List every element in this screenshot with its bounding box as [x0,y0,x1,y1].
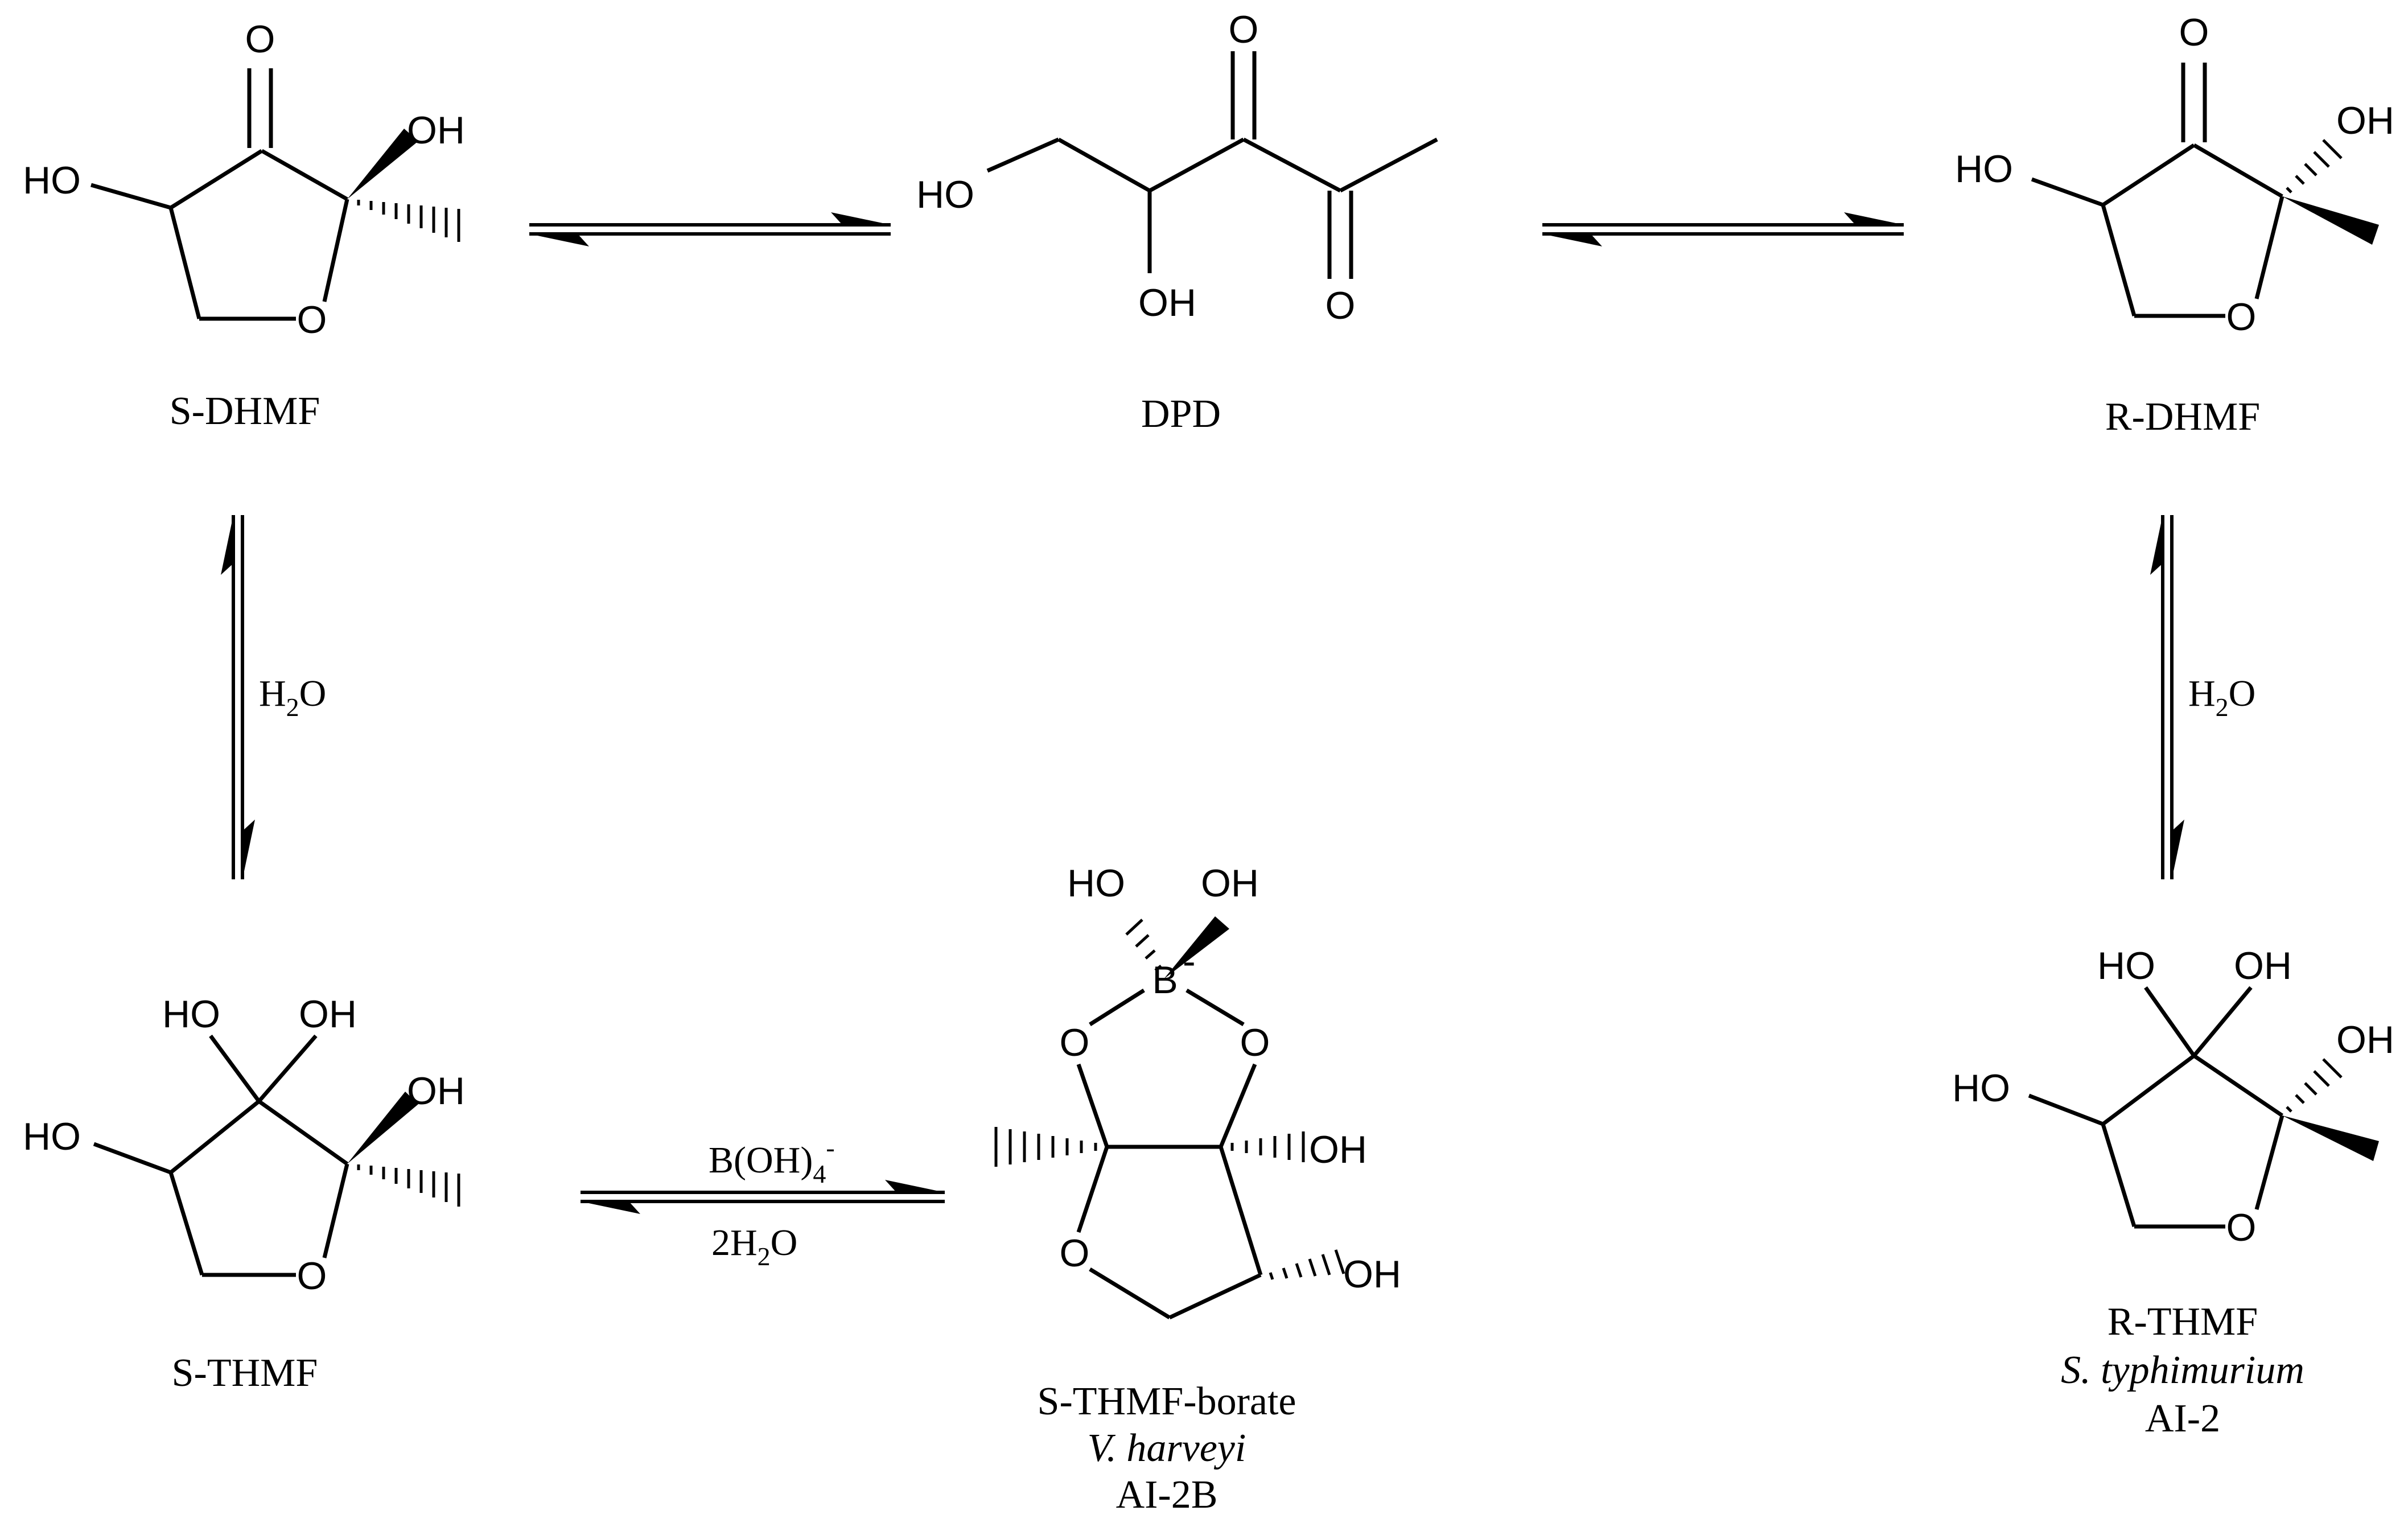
r-thmf-structure: HO OH HO OH O R-THMF S. typhimurium AI-2 [1952,944,2394,1441]
s-dhmf-ring-o: O [297,298,327,341]
borate-hashed-bond-ring-oh [1269,1249,1345,1280]
dpd-caption: DPD [1141,392,1221,436]
s-dhmf-ho-label: HO [23,159,81,202]
r-thmf-oh-right: OH [2336,1018,2394,1061]
s-dhmf-caption: S-DHMF [170,389,320,433]
condition-two-water: 2H2O [711,1222,797,1271]
r-thmf-oh-top: OH [2234,944,2292,987]
r-thmf-hashed-bond [2286,1058,2343,1113]
dpd-keto-o-bottom: O [1326,284,1356,327]
borate-oh-top: OH [1201,862,1259,905]
borate-oh-mid: OH [1309,1128,1367,1171]
condition-water-right: H2O [2188,673,2255,722]
equilibrium-arrow-r-dhmf-r-thmf [2150,515,2184,879]
s-thmf-borate-structure: HO OH B - O O OH O OH S-THMF-borate V. h… [994,862,1401,1517]
r-thmf-ho-top: HO [2097,944,2155,987]
borate-ho-top: HO [1067,862,1125,905]
equilibrium-arrow-s-dhmf-dpd [529,212,891,246]
r-thmf-signal: AI-2 [2145,1397,2220,1441]
dpd-structure: HO OH O O DPD [916,8,1438,436]
borate-oh-bottom: OH [1343,1253,1401,1296]
s-thmf-caption: S-THMF [172,1351,318,1395]
equilibrium-arrow-dpd-r-dhmf [1542,212,1904,246]
s-dhmf-hashed-bond [357,200,460,242]
s-thmf-ring-o: O [297,1254,327,1298]
s-thmf-borate-caption: S-THMF-borate [1038,1380,1296,1423]
s-thmf-ho-top: HO [162,993,220,1036]
r-dhmf-oh-label: OH [2336,99,2394,142]
borate-hashed-bond-b-oh [1125,919,1162,972]
r-thmf-organism: S. typhimurium [2061,1348,2304,1392]
s-thmf-borate-signal: AI-2B [1116,1473,1218,1517]
s-thmf-borate-organism: V. harveyi [1088,1426,1246,1470]
s-dhmf-structure: O HO OH O S-DHMF [23,18,465,433]
r-dhmf-caption: R-DHMF [2105,395,2260,439]
s-dhmf-keto-o: O [245,18,275,61]
condition-water-left: H2O [259,673,326,722]
condition-borate: B(OH)4- [709,1133,835,1188]
r-dhmf-hashed-bond [2286,139,2343,194]
borate-hashed-bond-methyl [994,1127,1097,1167]
equilibrium-arrow-s-thmf-borate [581,1180,945,1214]
borate-ring-o: O [1060,1232,1090,1275]
dpd-keto-o-top: O [1229,8,1259,51]
borate-o-right: O [1240,1021,1270,1064]
s-dhmf-oh-label: OH [407,109,465,152]
r-dhmf-keto-o: O [2179,11,2209,54]
r-dhmf-structure: O HO OH O R-DHMF [1955,11,2394,439]
r-thmf-ring-o: O [2226,1206,2257,1249]
dpd-oh-label: OH [1138,281,1196,324]
r-thmf-caption: R-THMF [2107,1300,2258,1344]
borate-hashed-bond-c-oh [1230,1131,1305,1162]
s-thmf-structure: HO OH HO OH O S-THMF [23,993,465,1395]
r-dhmf-ring-o: O [2226,295,2257,339]
r-dhmf-ho-label: HO [1955,147,2013,191]
borate-o-left: O [1060,1021,1090,1064]
s-thmf-ho-left: HO [23,1115,81,1158]
borate-boron: B [1152,958,1178,1002]
s-thmf-oh-right: OH [407,1069,465,1113]
s-thmf-hashed-bond [357,1164,460,1207]
borate-boron-charge: - [1183,940,1196,983]
r-thmf-ho-left: HO [1952,1067,2010,1110]
equilibrium-arrow-s-dhmf-s-thmf [221,515,255,879]
s-thmf-oh-top: OH [299,993,357,1036]
dpd-ho-label: HO [916,173,974,216]
